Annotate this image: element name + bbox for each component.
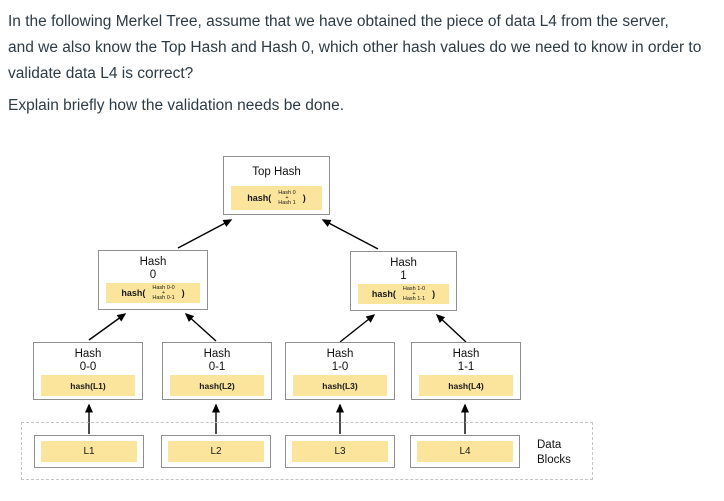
hash-formula: hash( Hash 0-0 + Hash 0-1 ): [106, 283, 200, 303]
caption-line: Data: [537, 439, 562, 451]
data-blocks-container: [21, 422, 593, 480]
formula-operands: Hash 0-0 + Hash 0-1: [152, 284, 175, 301]
node-title-line: 0-1: [208, 361, 226, 373]
formula-prefix: hash(: [371, 289, 396, 299]
hash-1-0-node: Hash 1-0 hash(L3): [285, 342, 395, 400]
node-title-line: Hash: [74, 348, 102, 360]
data-block-label: L4: [417, 441, 513, 462]
operand-1: Hash 1-0: [402, 285, 426, 292]
arrow-hash01-to-hash0: [184, 312, 217, 342]
operand-1: Hash 0-0: [152, 284, 175, 291]
hash-1-node: Hash 1 hash( Hash 1-0 + Hash 1-1 ): [350, 251, 457, 311]
formula-suffix: ): [302, 193, 306, 203]
leaf-formula-text: hash(L2): [199, 380, 235, 391]
hash-0-0-node: Hash 0-0 hash(L1): [33, 342, 143, 400]
operand-2: Hash 1: [278, 199, 296, 206]
arrow-hash10-to-hash1: [339, 314, 376, 343]
arrow-hash11-to-hash1: [435, 313, 467, 343]
data-block-label: L1: [41, 441, 137, 462]
question-line: validate data L4 is correct?: [8, 65, 194, 82]
data-block-l1: L1: [34, 435, 144, 468]
formula-prefix: hash(: [121, 288, 146, 298]
node-title-line: 0: [149, 269, 157, 281]
caption-line: Blocks: [537, 454, 571, 466]
plus-operator: +: [412, 290, 416, 297]
question-line: Explain briefly how the validation needs…: [8, 97, 345, 114]
formula-operands: Hash 0 + Hash 1: [278, 189, 296, 206]
hash-formula: hash(L4): [419, 375, 513, 396]
hash-formula: hash( Hash 1-0 + Hash 1-1 ): [358, 284, 449, 304]
node-title-line: Hash: [390, 257, 417, 269]
plus-operator: +: [161, 289, 166, 296]
operand-1: Hash 0: [278, 189, 296, 196]
data-block-l2: L2: [161, 435, 271, 468]
leaf-formula-text: hash(L4): [448, 380, 484, 391]
question-line: In the following Merkel Tree, assume tha…: [8, 13, 669, 30]
leaf-formula-text: hash(L1): [70, 380, 106, 391]
leaf-formula-text: hash(L3): [322, 380, 358, 391]
formula-suffix: ): [181, 288, 185, 298]
data-block-label: L3: [292, 441, 388, 462]
node-title: Hash 0-0: [34, 343, 142, 374]
node-title: Hash 1: [351, 252, 456, 283]
formula-operands: Hash 1-0 + Hash 1-1: [402, 285, 426, 302]
plus-operator: +: [285, 194, 289, 201]
operand-2: Hash 1-1: [402, 295, 426, 302]
hash-formula: hash( Hash 0 + Hash 1 ): [231, 186, 322, 210]
data-block-label: L2: [168, 441, 264, 462]
hash-formula: hash(L1): [41, 375, 135, 396]
node-title-line: 0-0: [79, 361, 97, 373]
node-title: Hash 0: [99, 251, 207, 282]
arrow-hash1-to-tophash: [321, 219, 379, 250]
hash-formula: hash(L3): [293, 375, 387, 396]
hash-1-1-node: Hash 1-1 hash(L4): [411, 342, 521, 400]
question-paragraph-1: In the following Merkel Tree, assume tha…: [8, 9, 720, 87]
hash-0-node: Hash 0 hash( Hash 0-0 + Hash 0-1 ): [98, 250, 208, 310]
top-hash-node: Top Hash hash( Hash 0 + Hash 1 ): [223, 156, 330, 215]
node-title-line: 1: [400, 270, 407, 282]
data-block-l4: L4: [410, 435, 520, 468]
hash-0-1-node: Hash 0-1 hash(L2): [162, 342, 272, 400]
node-title-line: 1-1: [457, 361, 475, 373]
node-title: Hash 1-1: [412, 343, 520, 374]
node-title: Top Hash: [252, 166, 301, 178]
arrow-hash00-to-hash0: [88, 313, 127, 341]
formula-prefix: hash(: [247, 193, 272, 203]
node-title: Hash 1-0: [286, 343, 394, 374]
node-title: Hash 0-1: [163, 343, 271, 374]
data-blocks-caption: Data Blocks: [537, 438, 571, 468]
node-title-line: Hash: [452, 348, 480, 360]
node-title-line: 1-0: [331, 361, 349, 373]
formula-suffix: ): [432, 289, 436, 299]
operand-2: Hash 0-1: [152, 294, 175, 301]
data-block-l3: L3: [285, 435, 395, 468]
question-line: and we also know the Top Hash and Hash 0…: [8, 39, 702, 56]
node-title-line: Hash: [326, 348, 354, 360]
node-title-line: Hash: [203, 348, 231, 360]
node-title-line: Hash: [139, 256, 167, 268]
question-paragraph-2: Explain briefly how the validation needs…: [8, 93, 720, 119]
arrow-hash0-to-tophash: [177, 219, 233, 249]
hash-formula: hash(L2): [170, 375, 264, 396]
